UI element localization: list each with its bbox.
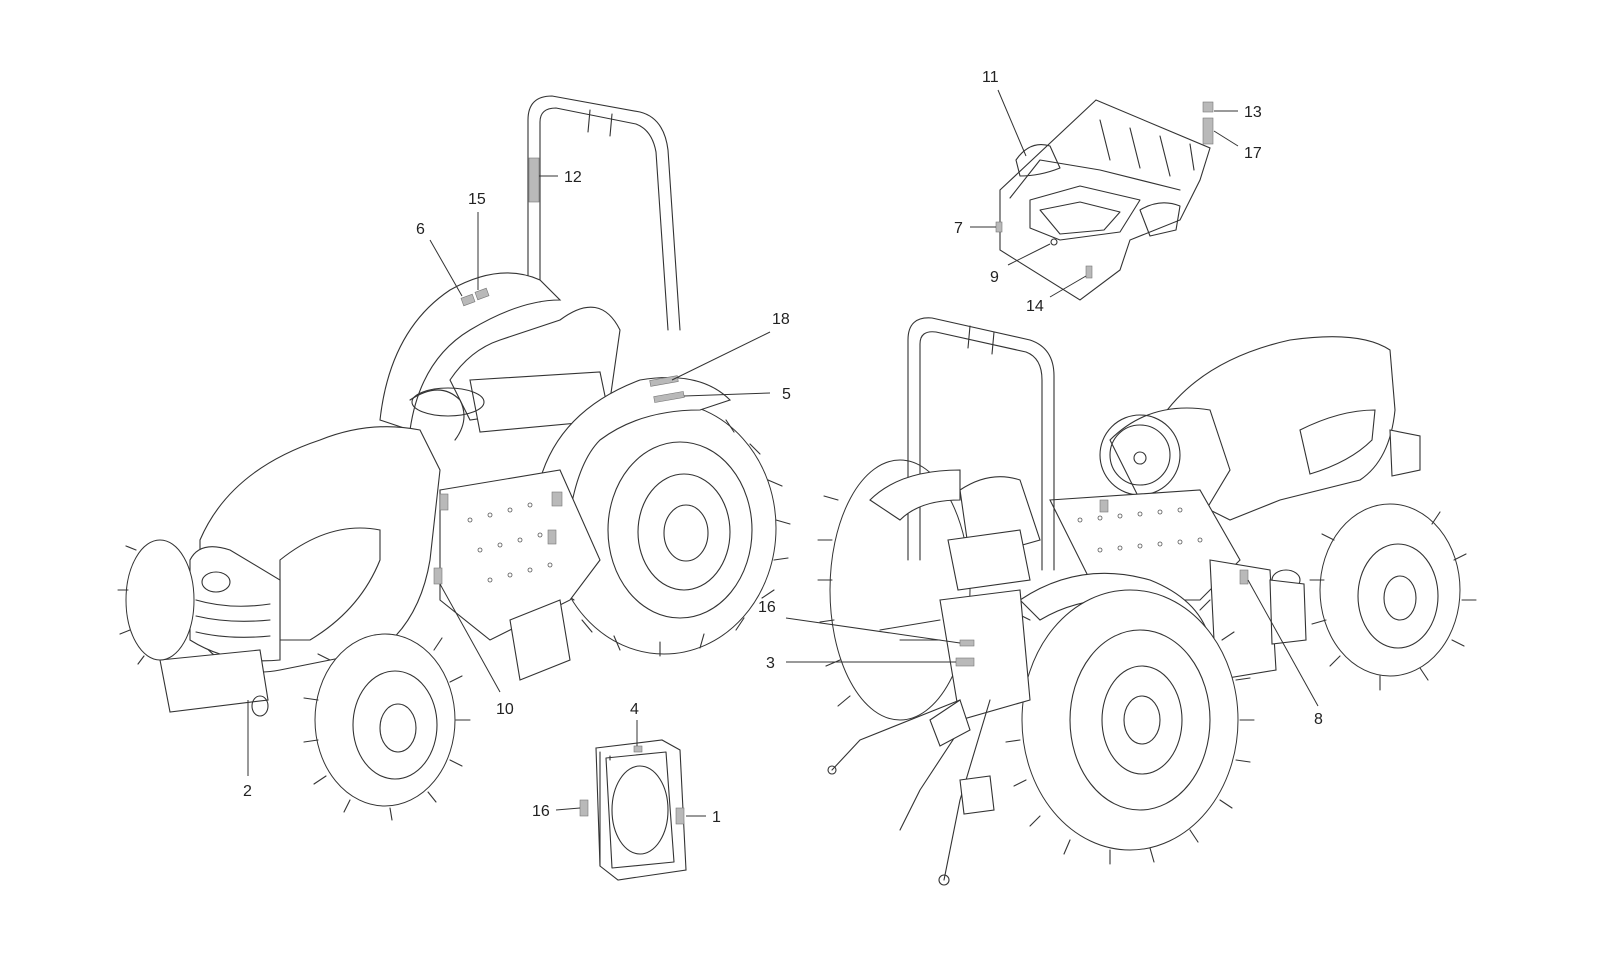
decal-16-panel [579, 799, 589, 817]
platform-left-tractor [439, 469, 601, 641]
callout-1: 1 [712, 809, 721, 826]
rollbar-right-tractor [907, 317, 1055, 571]
decal-8 [1239, 569, 1249, 585]
callout-7: 7 [954, 220, 963, 237]
leader-lines [247, 89, 1319, 817]
callout-17: 17 [1244, 145, 1262, 162]
radiator-panel [579, 739, 687, 881]
callout-10: 10 [496, 701, 514, 718]
callout-2: 2 [243, 783, 252, 800]
callout-15: 15 [468, 191, 486, 208]
decal-7 [995, 221, 1003, 233]
callout-9: 9 [990, 269, 999, 286]
hood-right-tractor [1099, 336, 1421, 521]
decal-3 [955, 657, 975, 667]
callout-11: 11 [982, 69, 999, 86]
callout-13: 13 [1244, 104, 1262, 121]
callout-18: 18 [772, 311, 790, 328]
far-rear-wheel-right-tractor [817, 459, 971, 721]
decal-17 [1202, 117, 1214, 145]
decal-14 [1085, 265, 1093, 279]
callout-3: 3 [766, 655, 775, 672]
callout-labels: 12 15 6 18 5 10 2 4 16 1 11 7 9 14 13 17… [243, 69, 1323, 826]
step-left-tractor [509, 599, 571, 681]
rear-wheel-left-tractor [545, 401, 791, 657]
decal-1 [675, 807, 685, 825]
callout-16-hitch: 16 [758, 599, 776, 616]
callout-5: 5 [782, 386, 791, 403]
decal-4 [633, 745, 643, 753]
front-wheel-far-left-tractor [117, 539, 195, 665]
decal-6 [460, 293, 476, 307]
decal-18 [649, 375, 679, 387]
decal-5 [653, 391, 685, 403]
rear-wheel-right-tractor [1003, 589, 1255, 865]
front-wheel-right-tractor [1309, 503, 1477, 691]
callout-6: 6 [416, 221, 425, 238]
callout-8: 8 [1314, 711, 1323, 728]
decal-16-hitch [959, 639, 975, 647]
decal-10 [433, 567, 443, 585]
decal-13 [1202, 101, 1214, 113]
body-left-tractor [379, 272, 732, 561]
tractor-rear-view [817, 317, 1477, 886]
decal-15 [474, 287, 490, 301]
callout-16-panel: 16 [532, 803, 550, 820]
callout-14: 14 [1026, 298, 1044, 315]
platform-part [995, 99, 1211, 301]
callout-4: 4 [630, 701, 639, 718]
decals-left-tractor [433, 157, 685, 585]
callout-12: 12 [564, 169, 582, 186]
tractor-front-view [117, 95, 791, 821]
decal-12 [528, 157, 540, 203]
rollbar-left-tractor [527, 95, 681, 331]
hood-left-tractor [159, 426, 441, 717]
three-point-hitch [827, 589, 1031, 886]
front-wheel-left-tractor [303, 633, 471, 821]
